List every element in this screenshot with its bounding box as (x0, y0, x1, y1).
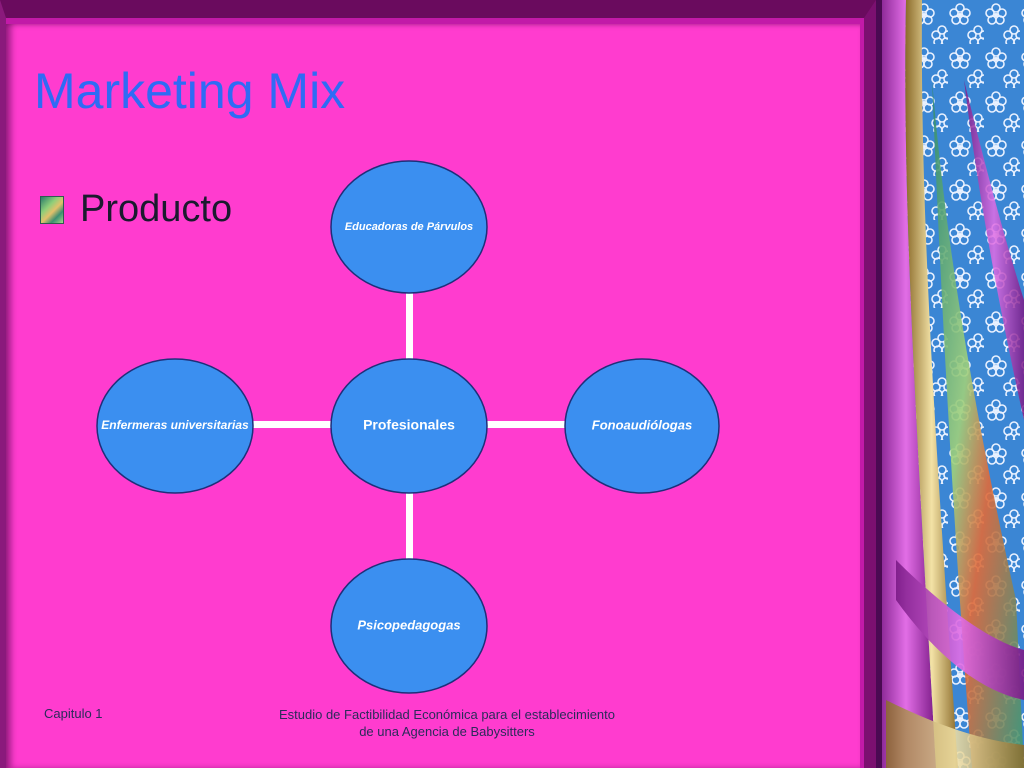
node-top-label: Educadoras de Párvulos (345, 221, 473, 233)
floral-pattern-icon (876, 0, 1024, 768)
node-center: Profesionales (330, 358, 488, 494)
connector-bottom (406, 492, 413, 562)
connectors (252, 292, 567, 562)
node-left: Enfermeras universitarias (96, 358, 254, 494)
bullet-text: Producto (80, 188, 233, 230)
footer-chapter: Capitulo 1 (44, 706, 103, 721)
node-right-label: Fonoaudiólogas (592, 417, 692, 432)
connector-left (252, 421, 332, 428)
connector-top (406, 292, 413, 362)
decorative-panel (876, 0, 1024, 768)
square-bullet-icon (40, 196, 64, 224)
connector-right (487, 421, 567, 428)
hub-spoke-diagram: Educadoras de Párvulos Enfermeras univer… (96, 160, 720, 694)
node-right: Fonoaudiólogas (564, 358, 720, 494)
node-top: Educadoras de Párvulos (330, 160, 488, 294)
node-center-label: Profesionales (363, 417, 455, 433)
node-bottom-label: Psicopedagogas (357, 617, 460, 632)
node-left-label: Enfermeras universitarias (101, 418, 249, 432)
slide-title: Marketing Mix (34, 63, 346, 119)
footer-title-line1: Estudio de Factibilidad Económica para e… (278, 707, 616, 722)
node-bottom: Psicopedagogas (330, 558, 488, 694)
footer-title-line2: de una Agencia de Babysitters (359, 724, 535, 739)
footer-title: Estudio de Factibilidad Económica para e… (262, 706, 632, 740)
